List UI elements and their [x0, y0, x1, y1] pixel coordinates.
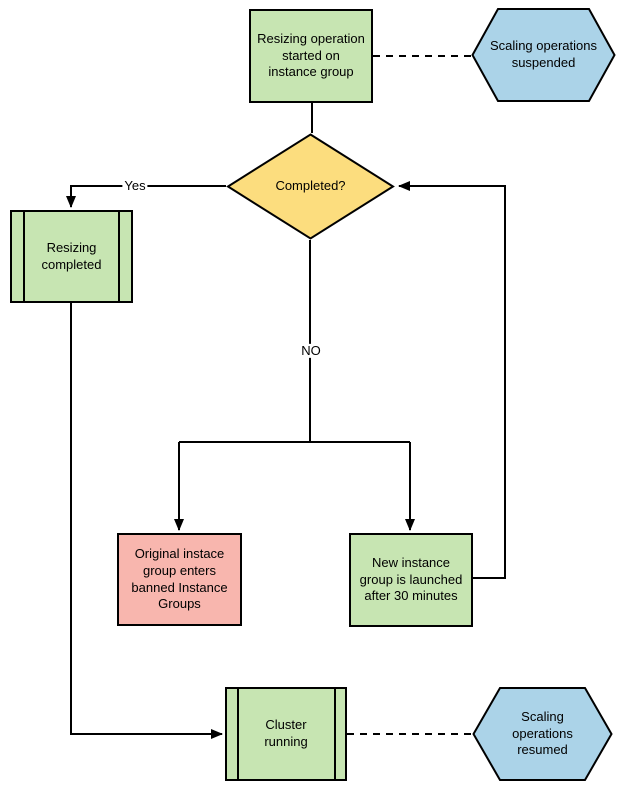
- node-new-group-label: New instance group is launched after 30 …: [359, 555, 463, 604]
- hexagon-shape: [472, 687, 613, 781]
- diamond-shape: [226, 133, 395, 240]
- node-start: Resizing operation started on instance g…: [249, 9, 373, 103]
- edge-label-yes: Yes: [122, 177, 148, 194]
- process-rect: [249, 9, 373, 103]
- node-scaling-resumed-label: Scaling operations resumed: [512, 709, 573, 758]
- node-new-group: New instance group is launched after 30 …: [349, 533, 473, 627]
- node-scaling-resumed: Scaling operations resumed: [472, 687, 613, 781]
- predefined-process-rect: [225, 687, 347, 781]
- node-scaling-suspended-label: Scaling operations suspended: [490, 38, 597, 70]
- node-completed-decision: Completed?: [226, 133, 395, 240]
- node-scaling-suspended: Scaling operations suspended: [471, 8, 616, 102]
- hexagon-shape: [471, 8, 616, 102]
- edge-resizing-completed-to-cluster-running: [70, 303, 223, 739]
- node-cluster-running: Cluster running: [225, 687, 347, 781]
- node-cluster-running-label: Cluster running: [264, 717, 308, 749]
- node-completed-label: Completed?: [275, 178, 346, 194]
- predefined-process-rect: [10, 210, 133, 303]
- node-start-label: Resizing operation started on instance g…: [257, 31, 365, 80]
- node-banned-group: Original instace group enters banned Ins…: [117, 533, 242, 626]
- edge-new-group-to-completed: [398, 181, 506, 579]
- node-resizing-completed-label: Resizing completed: [41, 239, 102, 272]
- node-banned-group-label: Original instace group enters banned Ins…: [131, 546, 228, 612]
- edge-label-no: NO: [299, 342, 323, 359]
- process-rect: [117, 533, 242, 626]
- node-resizing-completed: Resizing completed: [10, 210, 133, 303]
- edge-completed-yes-to-resizing-completed: [66, 185, 226, 208]
- process-rect: [349, 533, 473, 627]
